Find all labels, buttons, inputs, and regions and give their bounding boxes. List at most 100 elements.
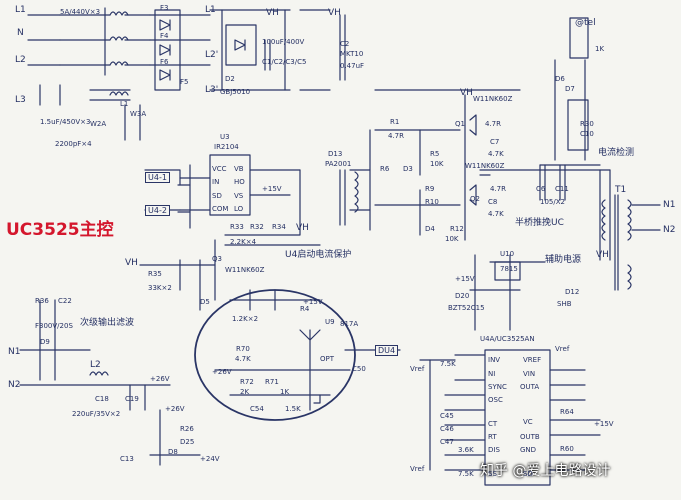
label-mos1: W11NK60Z xyxy=(473,95,513,103)
label-c45: C45 xyxy=(440,412,454,420)
label-c2: C2 xyxy=(340,40,350,48)
label-d6: D6 xyxy=(555,75,565,83)
label-c8-val: 4.7K xyxy=(488,210,504,218)
label-r72: R72 xyxy=(240,378,254,386)
label-l1-out: L1 xyxy=(205,5,216,15)
label-n2-sec: N2 xyxy=(8,380,21,390)
label-n1: N1 xyxy=(663,200,676,210)
label-c18: C18 xyxy=(95,395,109,403)
label-vh-start: VH xyxy=(125,258,138,268)
label-pin-ni: NI xyxy=(488,370,496,378)
label-plus15-driver: +15V xyxy=(262,185,282,193)
label-plus15-aux: +15V xyxy=(455,275,475,283)
label-opt: OPT xyxy=(320,355,335,363)
uc3525-wiring xyxy=(419,254,601,486)
label-vref-right: Vref xyxy=(555,345,570,353)
label-bulk-cap: 100uF/400V xyxy=(262,38,305,46)
label-pin-vin: VIN xyxy=(523,370,536,378)
label-d2: D2 xyxy=(225,75,235,83)
half-bridge-wiring xyxy=(339,89,611,261)
label-r30: R30 xyxy=(580,120,594,128)
label-r1k: 1K xyxy=(280,388,290,396)
label-7815: 7815 xyxy=(500,265,518,273)
label-u4-softstart: U4启动电流保护 xyxy=(285,250,352,260)
label-d25: D25 xyxy=(180,438,195,446)
label-ra: 7.5K xyxy=(440,360,456,368)
label-n1-sec: N1 xyxy=(8,347,21,357)
label-plus24: +24V xyxy=(200,455,220,463)
bridge-rectifier xyxy=(154,9,257,91)
label-c19: C19 xyxy=(125,395,139,403)
label-plus15-uc: +15V xyxy=(594,420,614,428)
label-pin-dis: DIS xyxy=(488,446,500,454)
label-c22: C22 xyxy=(58,297,72,305)
label-pin-rt: RT xyxy=(488,433,497,441)
label-pin-ss: SS xyxy=(488,470,497,478)
startup-wiring xyxy=(139,239,321,311)
label-plus26-sec: +26V xyxy=(150,375,170,383)
label-c8: C8 xyxy=(488,198,498,206)
label-mkt: MKT10 xyxy=(340,50,364,58)
label-fuse-rating: 5A/440V×3 xyxy=(60,8,101,16)
label-bzt: BZT52C15 xyxy=(448,304,485,312)
label-c54: C54 xyxy=(250,405,264,413)
label-ir2104: IR2104 xyxy=(214,143,239,151)
feedback-wiring xyxy=(214,329,401,411)
label-c46: C46 xyxy=(440,425,454,433)
label-vh-top2: VH xyxy=(328,8,341,18)
label-rb: 3.6K xyxy=(458,446,474,454)
label-mos2: W11NK60Z xyxy=(465,162,505,170)
label-r36: R36 xyxy=(35,297,49,305)
current-sense-wiring xyxy=(539,17,601,166)
label-d3: D3 xyxy=(403,165,413,173)
label-f3: F3 xyxy=(160,4,169,12)
label-l3-out: L3' xyxy=(205,85,219,95)
label-plus26: +26V xyxy=(212,368,232,376)
label-r4-top: 4.7R xyxy=(490,185,506,193)
label-l1: L1 xyxy=(15,5,26,15)
label-cbb: 105/X2 xyxy=(540,198,565,206)
label-d13: D13 xyxy=(328,150,343,158)
label-r6: R6 xyxy=(380,165,390,173)
feedback-oval xyxy=(194,289,356,421)
label-u4-a: U4-1 xyxy=(145,172,170,183)
label-vh-t1: VH xyxy=(596,250,609,260)
label-d4: D4 xyxy=(425,225,435,233)
label-c7-val: 4.7K xyxy=(488,150,504,158)
label-pin-ho: HO xyxy=(234,178,245,186)
label-r5: R5 xyxy=(430,150,440,158)
label-pin-vb: VB xyxy=(234,165,244,173)
label-cap-list: C1/C2/C3/C5 xyxy=(262,58,307,66)
label-f4: F4 xyxy=(160,32,169,40)
label-c7: C7 xyxy=(490,138,500,146)
label-vh-bridge: VH xyxy=(460,88,473,98)
label-r26: R26 xyxy=(180,425,194,433)
label-w2a: W2A xyxy=(90,120,107,128)
label-pin-gnd: GND xyxy=(520,446,537,454)
label-l3: L3 xyxy=(15,95,26,105)
label-d7: D7 xyxy=(565,85,575,93)
label-k3: 33K×2 xyxy=(148,284,172,292)
label-pin-osc: OSC xyxy=(488,396,503,404)
label-u3: U3 xyxy=(220,133,230,141)
label-r64: R64 xyxy=(560,408,574,416)
label-aux-supply: 辅助电源 xyxy=(545,255,582,265)
label-atel: @tel xyxy=(575,18,596,28)
label-pin-vref: VREF xyxy=(523,356,542,364)
label-rk12: 1.5K xyxy=(285,405,301,413)
label-r4-fb: R4 xyxy=(300,305,310,313)
label-047uf: 0.47uF xyxy=(340,62,365,70)
ir2104-wiring xyxy=(144,154,301,236)
label-d20: D20 xyxy=(455,292,470,300)
input-coils xyxy=(109,11,129,96)
label-vh-driver: VH xyxy=(296,223,309,233)
label-cx15: 1.5uF/450V×3 xyxy=(40,118,91,126)
label-du4: DU4 xyxy=(375,345,399,356)
label-d5: D5 xyxy=(200,298,210,306)
secondary-output-wiring xyxy=(19,299,201,466)
label-d12: D12 xyxy=(565,288,580,296)
label-pin-sd: SD xyxy=(212,192,222,200)
label-pin-inv: INV xyxy=(488,356,501,364)
label-f6: F6 xyxy=(160,58,169,66)
